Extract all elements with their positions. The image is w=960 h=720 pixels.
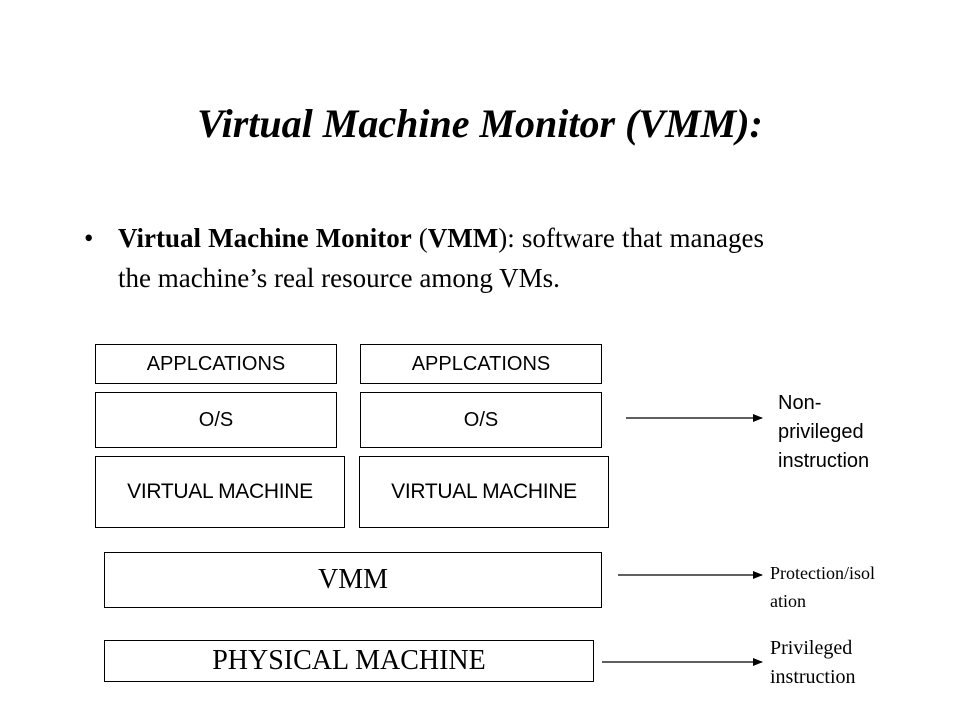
os-box-right: O/S	[360, 392, 602, 448]
physical-machine-box: PHYSICAL MACHINE	[104, 640, 594, 682]
non-privileged-label: Non- privileged instruction	[778, 389, 869, 476]
bullet-text: Virtual Machine Monitor (VMM): software …	[118, 218, 764, 298]
bullet-term: Virtual Machine Monitor	[118, 223, 412, 253]
applications-box-left: APPLCATIONS	[95, 344, 337, 384]
virtual-machine-box-right: VIRTUAL MACHINE	[359, 456, 609, 528]
privileged-line-1: Privileged	[770, 637, 853, 659]
protection-line-2: ation	[770, 591, 806, 611]
non-privileged-line-1: Non-	[778, 392, 822, 414]
protection-label: Protection/isol ation	[770, 559, 875, 615]
bullet-paren: (	[411, 223, 428, 253]
non-privileged-line-3: instruction	[778, 450, 870, 472]
non-privileged-line-2: privileged	[778, 421, 864, 443]
privileged-label: Privileged instruction	[770, 634, 856, 692]
os-box-left: O/S	[95, 392, 337, 448]
bullet-definition: ): software that manages the machine’s r…	[118, 223, 764, 293]
applications-box-right: APPLCATIONS	[360, 344, 602, 384]
bullet-abbr: VMM	[427, 223, 499, 253]
privileged-line-2: instruction	[770, 666, 856, 688]
virtual-machine-box-left: VIRTUAL MACHINE	[95, 456, 345, 528]
slide-title: Virtual Machine Monitor (VMM):	[197, 101, 763, 146]
protection-line-1: Protection/isol	[770, 563, 875, 583]
vmm-box: VMM	[104, 552, 602, 608]
bullet-marker: •	[84, 223, 94, 253]
